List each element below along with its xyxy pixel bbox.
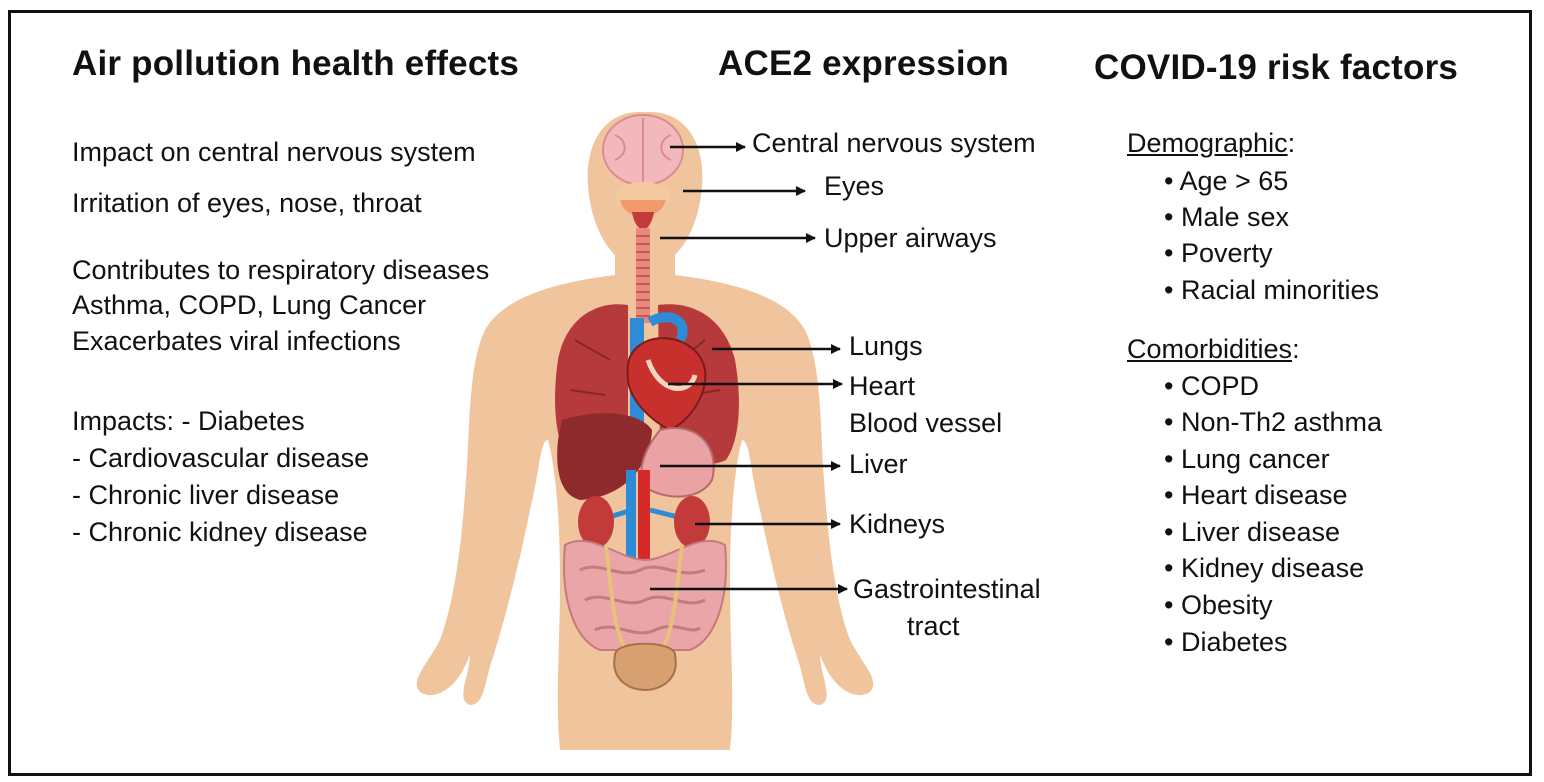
organ-label-blood-vessel: Blood vessel	[849, 410, 1002, 437]
impacts-line: - Chronic liver disease	[72, 482, 339, 509]
demographic-item: • Racial minorities	[1164, 277, 1379, 304]
organ-label-tract: tract	[907, 613, 960, 640]
effect-irritation: Irritation of eyes, nose, throat	[72, 190, 422, 217]
comorbidity-item: • Diabetes	[1164, 629, 1288, 656]
impacts-line: Impacts: - Diabetes	[72, 408, 305, 435]
organ-label-cns: Central nervous system	[752, 130, 1036, 157]
comorbidity-item: • Obesity	[1164, 592, 1273, 619]
organ-label-heart: Heart	[849, 373, 915, 400]
organ-label-liver: Liver	[849, 451, 908, 478]
bladder-organ	[614, 644, 676, 690]
comorbidity-item: • Non-Th2 asthma	[1164, 409, 1382, 436]
effect-respiratory: Contributes to respiratory diseases	[72, 257, 489, 284]
demographic-item: • Male sex	[1164, 204, 1289, 231]
comorbidity-item: • COPD	[1164, 373, 1259, 400]
heading-ace2: ACE2 expression	[718, 44, 1009, 84]
comorbidity-item: • Kidney disease	[1164, 555, 1364, 582]
organ-label-kidneys: Kidneys	[849, 511, 945, 538]
heading-covid-risk: COVID-19 risk factors	[1094, 48, 1458, 88]
organ-label-upper-airways: Upper airways	[824, 225, 997, 252]
impacts-line: - Chronic kidney disease	[72, 519, 368, 546]
comorbidity-item: • Liver disease	[1164, 519, 1340, 546]
comorbidity-item: • Heart disease	[1164, 482, 1348, 509]
effect-respiratory-list: Asthma, COPD, Lung Cancer	[72, 292, 426, 319]
organ-label-lungs: Lungs	[849, 333, 923, 360]
demographic-item: • Poverty	[1164, 240, 1273, 267]
impacts-line: - Cardiovascular disease	[72, 445, 369, 472]
effect-viral: Exacerbates viral infections	[72, 328, 401, 355]
effect-cns: Impact on central nervous system	[72, 139, 476, 166]
trachea	[636, 228, 650, 323]
organ-label-eyes: Eyes	[824, 173, 884, 200]
comorbidity-item: • Lung cancer	[1164, 446, 1330, 473]
demographic-item: • Age > 65	[1164, 168, 1288, 195]
heading-air-pollution: Air pollution health effects	[72, 44, 519, 84]
organ-label-gastrointestinal: Gastrointestinal	[853, 576, 1041, 603]
demographic-label: Demographic:	[1127, 130, 1295, 157]
comorbidities-label: Comorbidities:	[1127, 336, 1300, 363]
